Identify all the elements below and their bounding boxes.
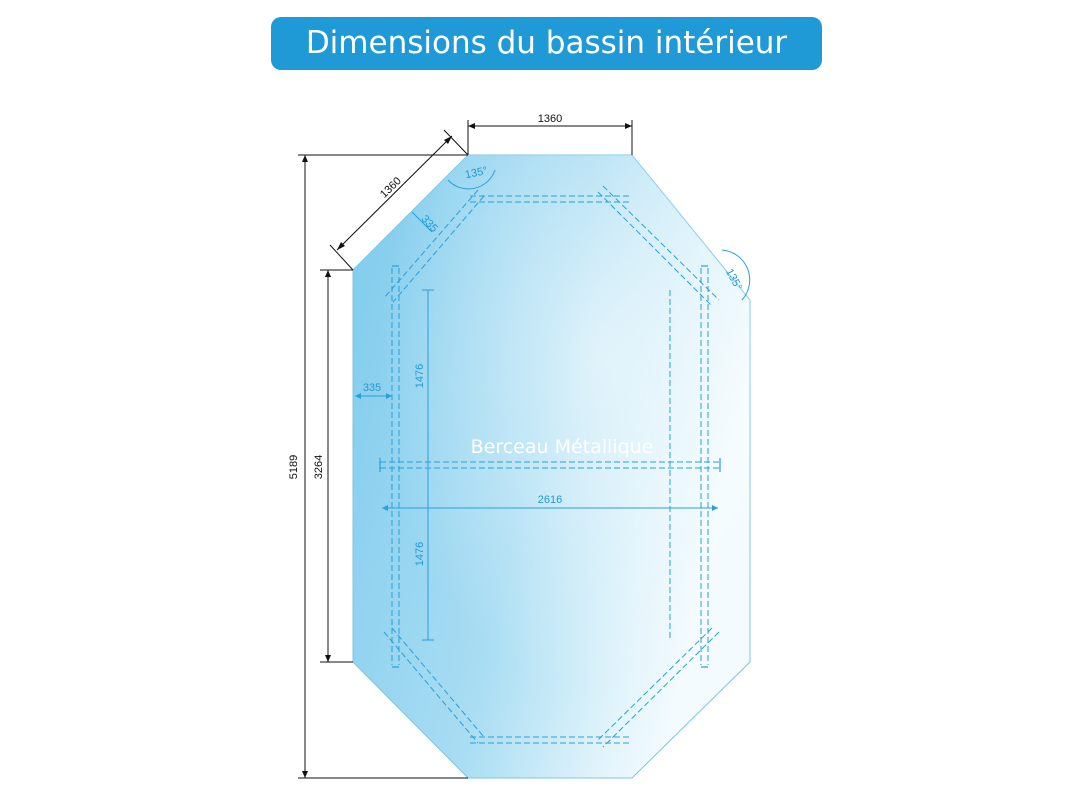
- outer-dimension-arrows: [302, 123, 632, 778]
- pool-highlight: [353, 155, 750, 778]
- top-edge-label: 1360: [538, 113, 562, 125]
- frame-caps: [379, 265, 721, 668]
- angle-top-left-label: 135°: [464, 165, 489, 181]
- inner-dimensions: [355, 211, 718, 641]
- total-length-label: 5189: [288, 455, 300, 479]
- inner-dimension-arrows: [355, 393, 718, 511]
- straight-side-label: 3264: [313, 455, 325, 479]
- lower-half-length-label: 1476: [414, 542, 426, 566]
- inner-frame: [380, 185, 720, 748]
- page-title: Dimensions du bassin intérieur: [271, 17, 822, 70]
- side-offset-label: 335: [363, 382, 381, 394]
- center-label: Berceau Métallique: [471, 436, 654, 458]
- angle-arcs: [447, 169, 751, 301]
- width-label: 2616: [538, 494, 562, 506]
- outer-dimensions: [298, 120, 633, 779]
- upper-half-length-label: 1476: [414, 364, 426, 388]
